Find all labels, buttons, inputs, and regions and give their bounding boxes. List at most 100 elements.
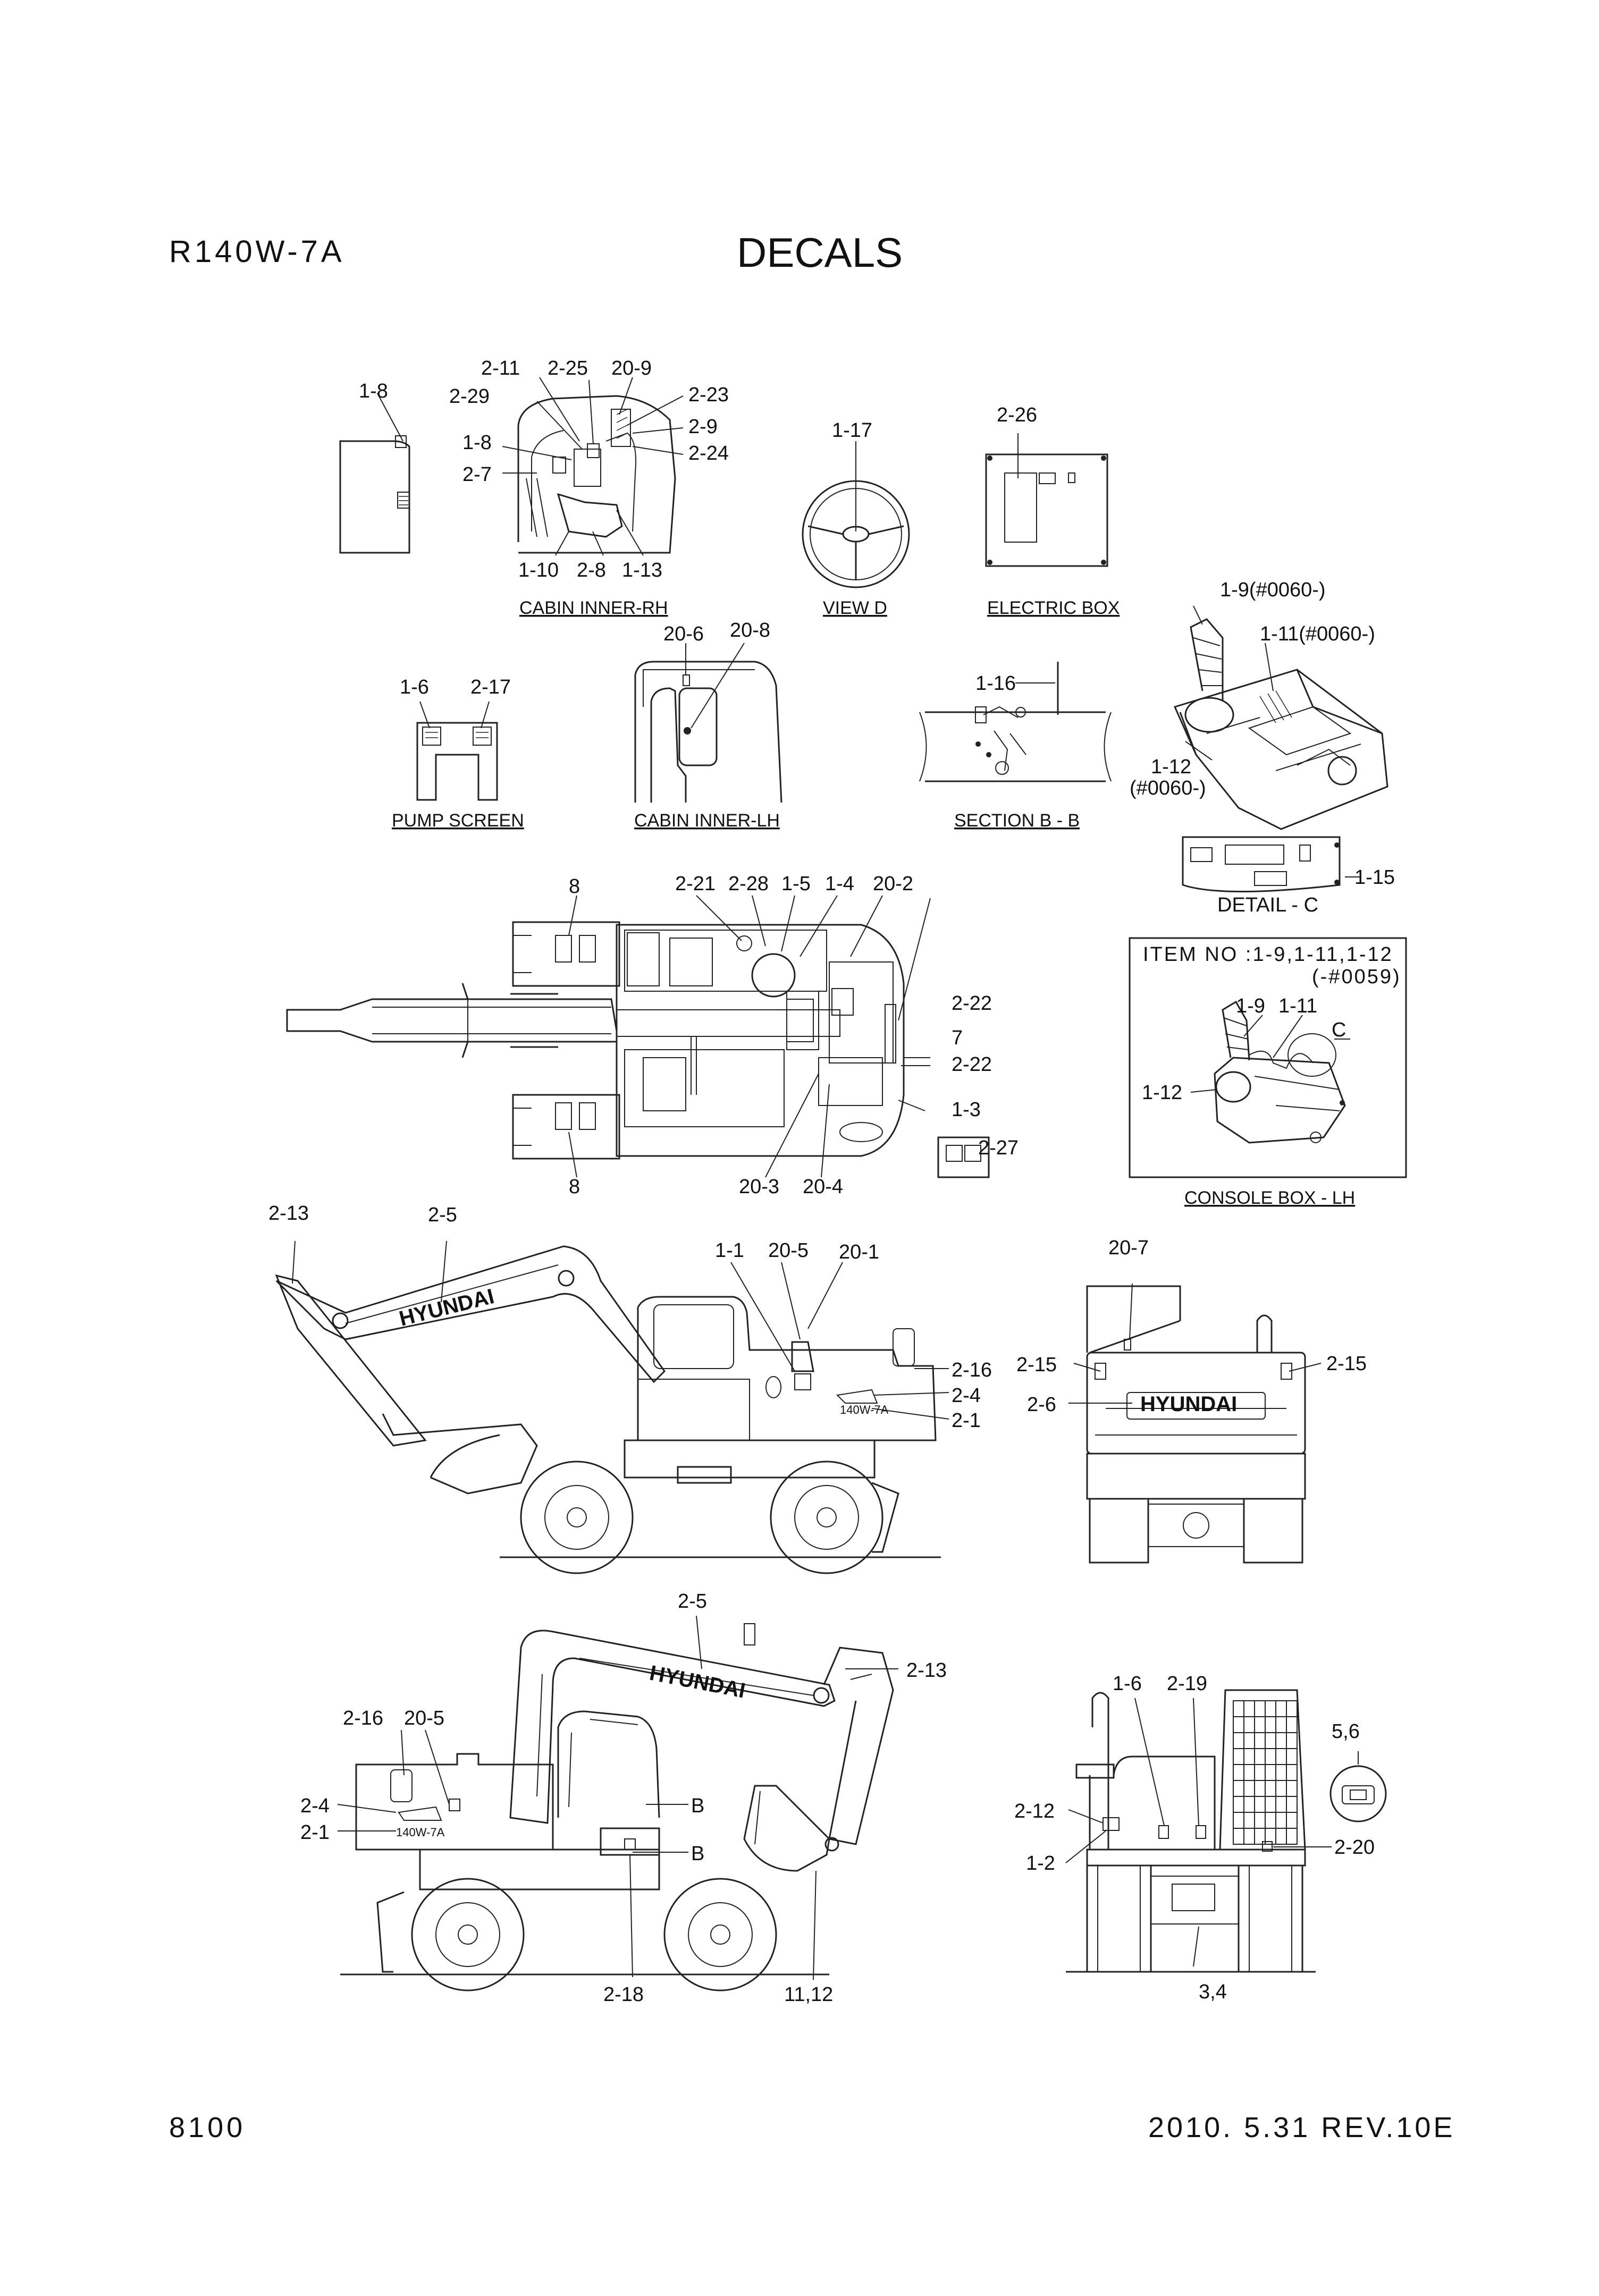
callout-labels: 1-8 2-11 2-25 20-9 2-29 2-23 1-8 2-9 2-2… xyxy=(268,357,1401,2006)
label-20-6: 20-6 xyxy=(663,623,704,645)
label-2-13a: 2-13 xyxy=(268,1202,309,1225)
electric-box-view xyxy=(985,433,1108,567)
label-20-2: 20-2 xyxy=(873,873,913,895)
console-item-line1: ITEM NO :1-9,1-11,1-12 xyxy=(1143,943,1393,966)
label-2-22b: 2-22 xyxy=(952,1053,992,1076)
view-d-steering-wheel xyxy=(802,441,910,588)
front-grill xyxy=(1233,1700,1298,1845)
label-11-12: 11,12 xyxy=(784,1983,833,2006)
label-20-5a: 20-5 xyxy=(768,1239,809,1262)
caption-cabin-inner-lh: CABIN INNER-LH xyxy=(634,811,780,831)
label-2-21: 2-21 xyxy=(675,873,716,895)
label-2-23: 2-23 xyxy=(688,384,729,406)
label-b-upper: B xyxy=(691,1795,704,1817)
label-lh-1-11: 1-11 xyxy=(1278,995,1317,1017)
detail-c-view xyxy=(1182,836,1361,892)
label-20-1: 20-1 xyxy=(839,1241,879,1263)
label-1-11-0060: 1-11(#0060-) xyxy=(1260,623,1375,645)
label-1-12-serial: (#0060-) xyxy=(1130,777,1206,799)
console-box-lh-view xyxy=(1129,937,1407,1178)
label-1-9-0060: 1-9(#0060-) xyxy=(1220,579,1326,601)
caption-console-box-lh: CONSOLE BOX - LH xyxy=(1184,1188,1355,1208)
label-b-lower: B xyxy=(691,1843,704,1865)
label-2-1b: 2-1 xyxy=(300,1821,330,1844)
label-2-20: 2-20 xyxy=(1334,1836,1375,1859)
label-2-28: 2-28 xyxy=(728,873,769,895)
label-8a: 8 xyxy=(569,875,580,898)
label-1-2: 1-2 xyxy=(1026,1852,1055,1875)
label-5-6: 5,6 xyxy=(1332,1720,1360,1743)
label-1-4: 1-4 xyxy=(825,873,854,895)
label-2-17: 2-17 xyxy=(470,676,511,698)
label-2-1a: 2-1 xyxy=(952,1409,981,1432)
section-bb-view xyxy=(919,662,1112,782)
label-2-9: 2-9 xyxy=(688,416,718,438)
label-2-26: 2-26 xyxy=(997,404,1037,426)
label-1-13: 1-13 xyxy=(622,559,662,581)
label-20-7: 20-7 xyxy=(1108,1237,1149,1259)
label-2-11: 2-11 xyxy=(481,357,520,379)
revision-date: 2010. 5.31 REV.10E xyxy=(1148,2112,1455,2143)
label-7: 7 xyxy=(952,1027,963,1049)
label-1-12: 1-12 xyxy=(1151,756,1191,778)
label-2-18: 2-18 xyxy=(603,1983,644,2006)
label-2-5b: 2-5 xyxy=(678,1590,707,1613)
grill-dots xyxy=(627,932,854,1042)
brand-decal-lh: HYUNDAI xyxy=(397,1285,496,1331)
pump-screen-view xyxy=(416,701,498,801)
label-lh-c: C xyxy=(1332,1019,1346,1041)
console-rh-view xyxy=(1173,605,1388,830)
label-1-17: 1-17 xyxy=(832,419,872,442)
caption-section-bb: SECTION B - B xyxy=(954,811,1080,831)
front-view xyxy=(1065,1689,1387,1973)
label-2-16a: 2-16 xyxy=(952,1359,992,1381)
label-1-15: 1-15 xyxy=(1354,866,1395,889)
label-2-15a: 2-15 xyxy=(1016,1354,1057,1376)
label-20-5b: 20-5 xyxy=(404,1707,444,1729)
label-20-3: 20-3 xyxy=(739,1176,779,1198)
model-code: R140W-7A xyxy=(169,234,345,269)
label-2-24: 2-24 xyxy=(688,442,729,465)
label-1-5: 1-5 xyxy=(781,873,811,895)
label-2-19: 2-19 xyxy=(1167,1673,1207,1695)
label-2-6: 2-6 xyxy=(1027,1394,1056,1416)
caption-detail-c: DETAIL - C xyxy=(1217,894,1318,916)
label-2-13b: 2-13 xyxy=(906,1659,947,1682)
label-20-8: 20-8 xyxy=(730,619,770,641)
label-1-8a: 1-8 xyxy=(359,380,388,402)
label-2-16b: 2-16 xyxy=(343,1707,383,1729)
label-1-10: 1-10 xyxy=(518,559,559,581)
label-20-9: 20-9 xyxy=(611,357,652,379)
label-lh-1-12: 1-12 xyxy=(1142,1082,1182,1104)
label-8b: 8 xyxy=(569,1176,580,1198)
label-2-4a: 2-4 xyxy=(952,1385,981,1407)
cabin-inner-rh-view xyxy=(339,377,684,556)
label-2-22a: 2-22 xyxy=(952,992,992,1015)
label-2-12: 2-12 xyxy=(1014,1800,1055,1822)
label-1-16: 1-16 xyxy=(975,672,1016,695)
rear-view: HYUNDAI xyxy=(1068,1283,1322,1564)
caption-view-d: VIEW D xyxy=(823,598,887,618)
label-2-5a: 2-5 xyxy=(428,1204,457,1226)
label-1-1: 1-1 xyxy=(715,1239,744,1262)
label-2-4b: 2-4 xyxy=(300,1795,330,1817)
label-2-29: 2-29 xyxy=(449,385,490,408)
label-2-15b: 2-15 xyxy=(1326,1353,1367,1375)
label-2-25: 2-25 xyxy=(548,357,588,379)
top-view xyxy=(286,895,990,1178)
label-1-6b: 1-6 xyxy=(1113,1673,1142,1695)
label-1-3: 1-3 xyxy=(952,1099,981,1121)
label-20-4: 20-4 xyxy=(803,1176,843,1198)
brand-decal-rh: HYUNDAI xyxy=(647,1661,747,1703)
model-decal-rh: 140W-7A xyxy=(396,1826,445,1839)
cabin-inner-lh-view xyxy=(634,643,782,803)
label-3-4: 3,4 xyxy=(1199,1981,1227,2003)
label-1-8b: 1-8 xyxy=(462,432,492,454)
label-1-6a: 1-6 xyxy=(400,676,429,698)
page-number: 8100 xyxy=(169,2112,246,2143)
caption-pump-screen: PUMP SCREEN xyxy=(392,811,524,831)
caption-cabin-inner-rh: CABIN INNER-RH xyxy=(519,598,668,618)
label-2-8: 2-8 xyxy=(577,559,606,581)
side-view-lh: 140W-7A HYUNDAI xyxy=(275,1240,949,1574)
console-item-line2: (-#0059) xyxy=(1312,966,1401,988)
